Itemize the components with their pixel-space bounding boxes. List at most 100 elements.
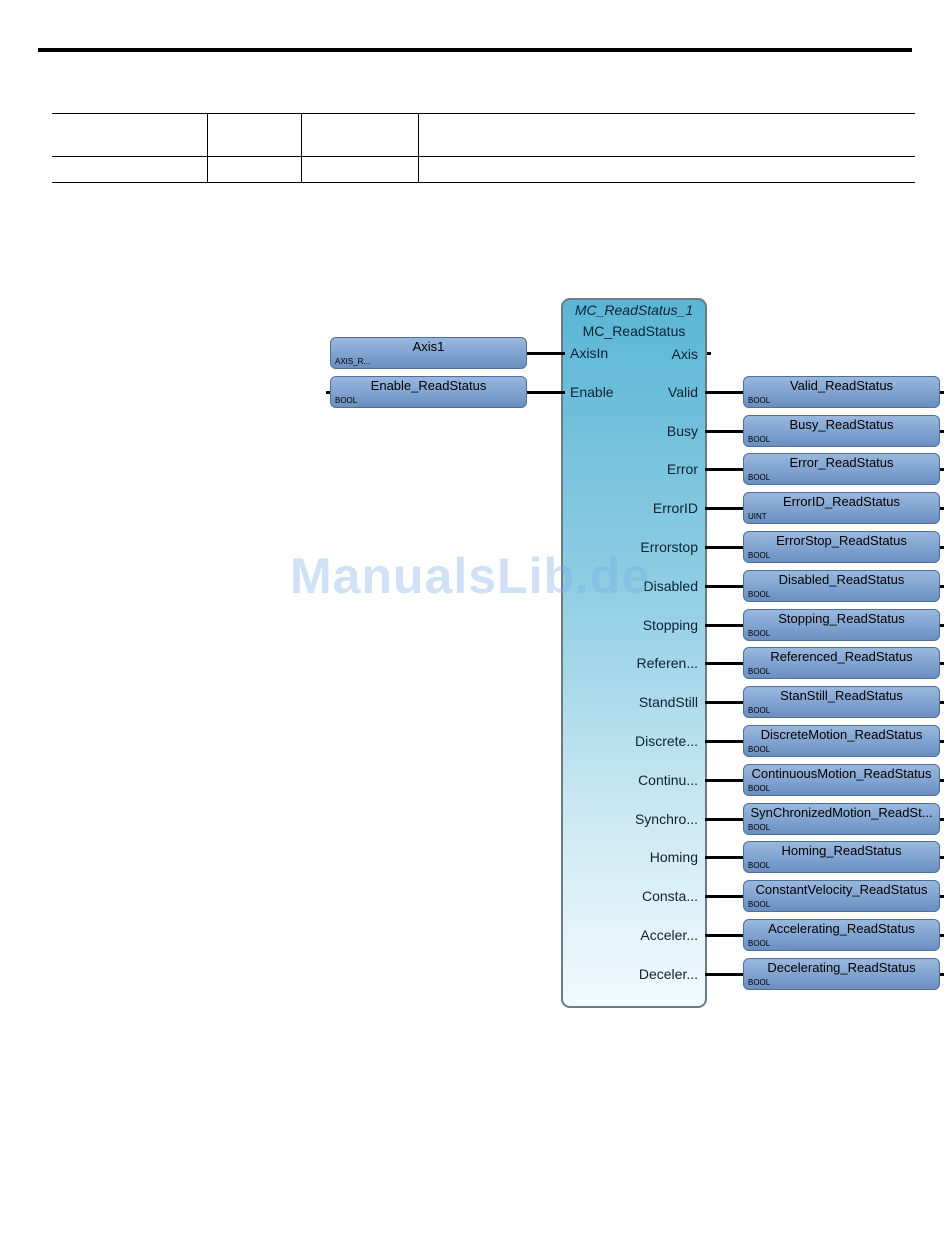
pin-referen: Referen... bbox=[636, 655, 698, 672]
wire-output bbox=[705, 934, 743, 937]
wire-stub bbox=[940, 546, 944, 549]
wire-stub bbox=[707, 352, 711, 355]
wire-stub bbox=[940, 895, 944, 899]
wire-output bbox=[705, 895, 743, 899]
variable-type: BOOL bbox=[748, 395, 771, 405]
variable-name: Busy_ReadStatus bbox=[789, 416, 894, 432]
wire-output bbox=[705, 390, 743, 394]
variable-type: BOOL bbox=[748, 977, 771, 987]
pin-consta: Consta... bbox=[641, 888, 698, 905]
pin-errorstop: Errorstop bbox=[640, 539, 698, 555]
wire-output bbox=[705, 507, 743, 511]
watermark: ManualsLib.de bbox=[290, 548, 651, 604]
variable-name: StanStill_ReadStatus bbox=[780, 688, 903, 704]
wire-stub bbox=[940, 856, 944, 860]
variable-name: ErrorStop_ReadStatus bbox=[776, 533, 907, 548]
table-cell bbox=[207, 113, 302, 157]
wire-output bbox=[705, 429, 743, 433]
variable-type: BOOL bbox=[748, 628, 771, 638]
variable-name: Error_ReadStatus bbox=[789, 455, 894, 471]
variable-synchro[interactable]: SynChronizedMotion_ReadSt... BOOL bbox=[743, 802, 940, 835]
variable-name: Enable_ReadStatus bbox=[370, 377, 487, 393]
wire-output bbox=[705, 778, 743, 782]
wire-stub bbox=[940, 429, 944, 433]
variable-type: BOOL bbox=[748, 589, 771, 599]
variable-type: BOOL bbox=[748, 939, 771, 948]
variable-type: BOOL bbox=[748, 783, 771, 793]
pin-busy: Busy bbox=[666, 422, 698, 439]
wire-output bbox=[705, 623, 743, 627]
table-cell bbox=[52, 113, 208, 157]
block-instance-name: MC_ReadStatus_1 bbox=[574, 302, 694, 318]
pin-discrete: Discrete... bbox=[634, 733, 698, 749]
pin-acceler: Acceler... bbox=[640, 927, 698, 943]
variable-name: Homing_ReadStatus bbox=[781, 843, 902, 859]
variable-type: BOOL bbox=[748, 900, 771, 910]
variable-name: ConstantVelocity_ReadStatus bbox=[755, 882, 928, 898]
variable-type: BOOL bbox=[748, 667, 771, 677]
wire-output bbox=[705, 662, 743, 666]
pin-valid: Valid bbox=[667, 383, 698, 400]
variable-type: BOOL bbox=[748, 861, 771, 871]
wire-output bbox=[705, 740, 743, 743]
variable-name: Axis1 bbox=[412, 339, 445, 354]
variable-name: DiscreteMotion_ReadStatus bbox=[760, 727, 923, 742]
wire-output bbox=[705, 701, 743, 705]
variable-type: BOOL bbox=[335, 395, 358, 405]
wire-stub bbox=[940, 740, 944, 743]
header-table bbox=[52, 113, 915, 183]
wire-stub bbox=[940, 390, 944, 394]
table-cell bbox=[301, 113, 419, 157]
wire-stub bbox=[940, 468, 944, 472]
variable-name: ContinuousMotion_ReadStatus bbox=[751, 765, 932, 781]
wire-stub bbox=[940, 507, 944, 511]
pin-continu: Continu... bbox=[638, 771, 698, 788]
wire-stub bbox=[940, 701, 944, 705]
table-cell bbox=[418, 156, 915, 183]
variable-name: SynChronizedMotion_ReadSt... bbox=[750, 804, 933, 820]
table-cell bbox=[418, 113, 915, 157]
wire-stub bbox=[940, 662, 944, 666]
wire-stub bbox=[940, 623, 944, 627]
variable-type: BOOL bbox=[748, 434, 771, 444]
pin-synchro: Synchro... bbox=[634, 810, 698, 827]
variable-type: BOOL bbox=[748, 745, 771, 754]
variable-name: Disabled_ReadStatus bbox=[778, 571, 905, 587]
wire-input bbox=[527, 390, 565, 394]
block-type-name: MC_ReadStatus bbox=[582, 323, 686, 339]
variable-name: Referenced_ReadStatus bbox=[770, 649, 913, 665]
function-block[interactable]: MC_ReadStatus_1 MC_ReadStatus Axis AxisI… bbox=[561, 298, 707, 1008]
variable-type: UINT bbox=[748, 512, 767, 522]
variable-type: AXIS_R... bbox=[335, 357, 371, 366]
variable-name: ErrorID_ReadStatus bbox=[782, 494, 901, 510]
variable-type: BOOL bbox=[748, 706, 771, 716]
pin-deceler: Deceler... bbox=[638, 965, 698, 982]
variable-name: Decelerating_ReadStatus bbox=[767, 959, 916, 975]
variable-type: BOOL bbox=[748, 822, 771, 832]
wire-output bbox=[705, 584, 743, 588]
wire-stub bbox=[940, 817, 944, 821]
wire-stub bbox=[940, 972, 944, 976]
table-row bbox=[52, 113, 915, 157]
wire-output bbox=[705, 546, 743, 549]
pin-errorid: ErrorID bbox=[652, 500, 698, 517]
pin-standstill: StandStill bbox=[638, 694, 698, 711]
pin-axisin: AxisIn bbox=[570, 345, 609, 361]
